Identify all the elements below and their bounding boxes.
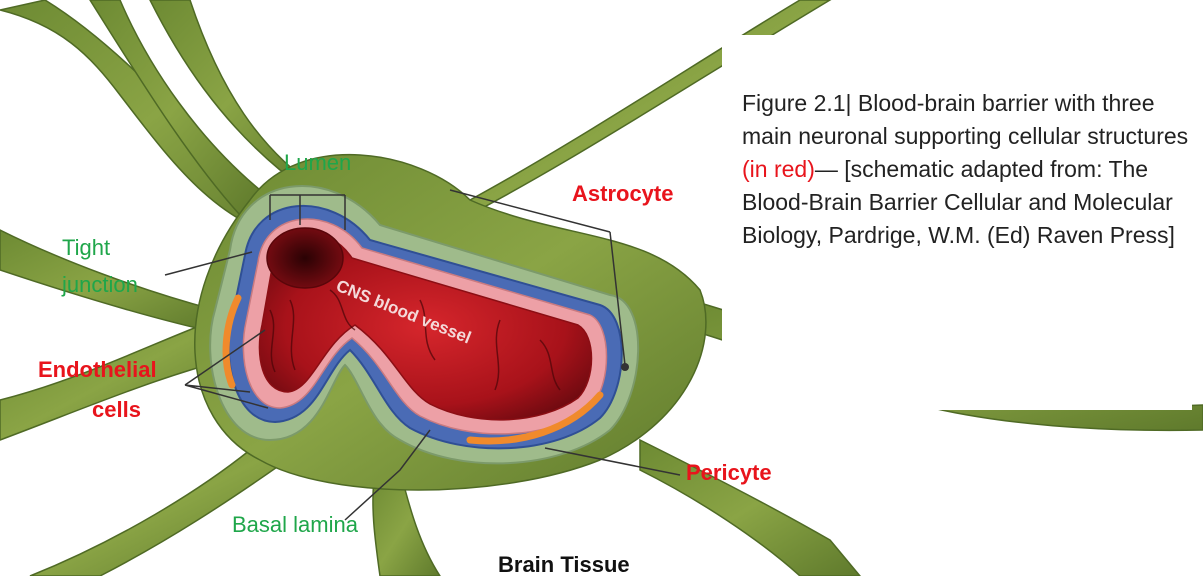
lumen-label: Lumen xyxy=(284,150,351,176)
tight-junction-label-line2: junction xyxy=(62,272,138,298)
caption-text-1: Figure 2.1| Blood-brain barrier with thr… xyxy=(742,90,1188,149)
endothelial-label-line1: Endothelial xyxy=(38,357,157,383)
endothelial-label-line2: cells xyxy=(92,397,141,423)
astrocyte-label: Astrocyte xyxy=(572,181,673,207)
basal-lamina-label: Basal lamina xyxy=(232,512,358,538)
figure-caption: Figure 2.1| Blood-brain barrier with thr… xyxy=(722,35,1192,410)
brain-tissue-label: Brain Tissue xyxy=(498,552,630,578)
tight-junction-label-line1: Tight xyxy=(62,235,110,261)
caption-highlight: (in red) xyxy=(742,156,815,182)
lumen-opening xyxy=(267,228,343,288)
astrocyte-marker xyxy=(621,363,629,371)
pericyte-label: Pericyte xyxy=(686,460,772,486)
